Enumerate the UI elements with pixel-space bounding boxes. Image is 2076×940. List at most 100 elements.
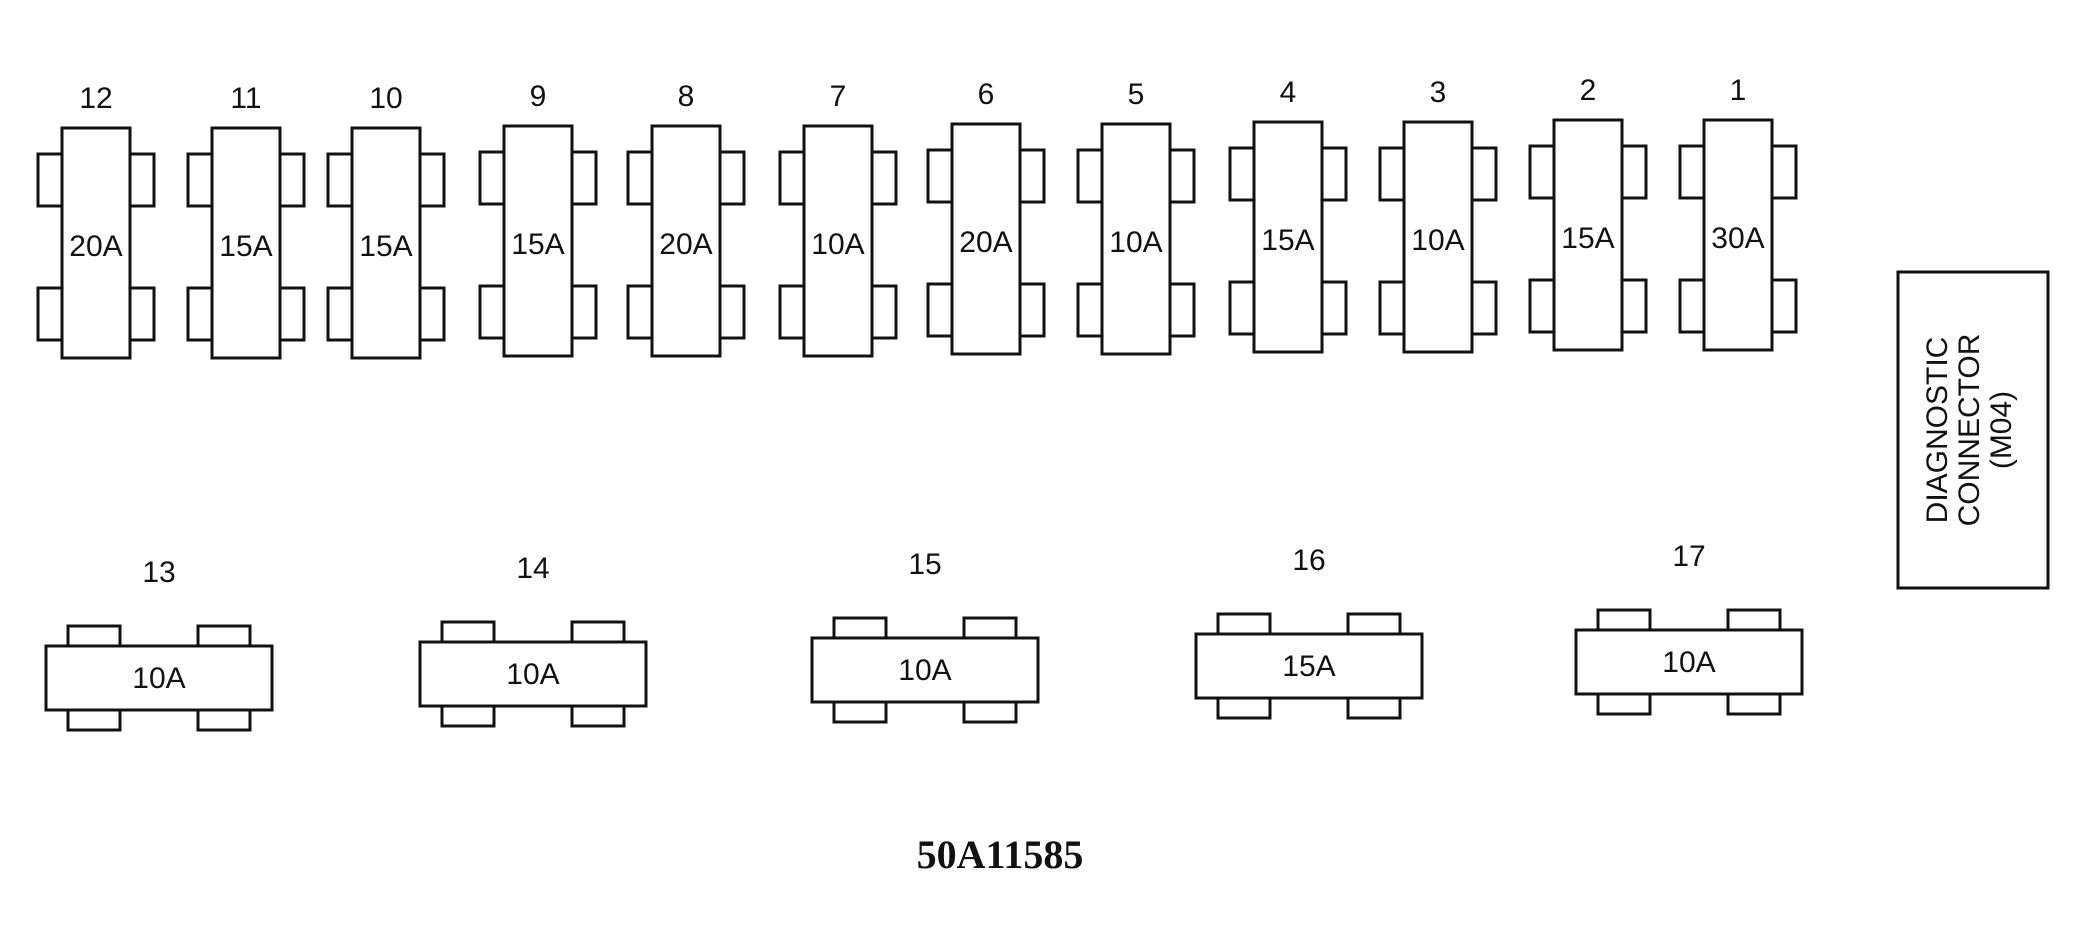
fuse-number: 4 (1280, 76, 1297, 109)
fuse-terminal (128, 152, 156, 208)
fuse-terminal (1228, 146, 1256, 202)
fuse-body (502, 124, 574, 358)
fuse-terminal (1216, 696, 1272, 720)
fuse-body (810, 636, 1040, 704)
fuse-6: 6 20A (926, 78, 1046, 356)
fuse-terminal (832, 616, 888, 640)
fuse-rating: 15A (219, 230, 272, 263)
fuse-terminal (962, 616, 1018, 640)
fuse-rating: 15A (1261, 224, 1314, 257)
fuse-terminal (66, 624, 122, 648)
fuse-terminal (1320, 146, 1348, 202)
connector-label-line2: CONNECTOR (1953, 334, 1986, 527)
fuse-rating: 10A (132, 662, 185, 695)
fuse-terminal (926, 148, 954, 204)
fuse-number: 7 (830, 80, 847, 113)
fuse-rating: 10A (1109, 226, 1162, 259)
fuse-number: 6 (978, 78, 995, 111)
fuse-terminal (196, 708, 252, 732)
fuse-terminal (1076, 282, 1104, 338)
fuse-terminal (570, 704, 626, 728)
fuse-terminal (626, 284, 654, 340)
fuse-terminal (1770, 278, 1798, 334)
fuse-terminal (278, 152, 306, 208)
fuse-body (350, 126, 422, 360)
fuse-rating: 20A (659, 228, 712, 261)
fuse-body (1402, 120, 1474, 354)
fuse-number: 5 (1128, 78, 1145, 111)
fuse-terminal (1346, 612, 1402, 636)
fuse-terminal (326, 286, 354, 342)
fuse-terminal (1528, 278, 1556, 334)
fuse-rating: 15A (1282, 650, 1335, 683)
fuse-rating: 20A (959, 226, 1012, 259)
fuse-terminal (418, 286, 446, 342)
fuse-terminal (1678, 144, 1706, 200)
fuse-number: 12 (79, 82, 112, 115)
fuse-terminal (778, 150, 806, 206)
fuse-body (802, 124, 874, 358)
fuse-terminal (326, 152, 354, 208)
fuse-4: 4 15A (1228, 76, 1348, 354)
fuse-number: 14 (516, 552, 549, 585)
fuse-body (1702, 118, 1774, 352)
connector-label-line1: DIAGNOSTIC (1921, 337, 1954, 524)
fuse-number: 13 (142, 556, 175, 589)
fuse-number: 9 (530, 80, 547, 113)
fuse-terminal (870, 150, 898, 206)
fuse-terminal (1378, 280, 1406, 336)
fuse-terminal (128, 286, 156, 342)
diagnostic-connector-box (1896, 270, 2050, 590)
fuse-rating: 30A (1711, 222, 1764, 255)
fuse-terminal (418, 152, 446, 208)
fuse-13: 13 10A (44, 556, 274, 732)
top-fuse-row: 1220A1115A1015A915A820A710A620A510A415A3… (36, 74, 1798, 360)
fuse-rating: 10A (898, 654, 951, 687)
fuse-5: 5 10A (1076, 78, 1196, 356)
diagram-code: 50A11585 (917, 832, 1084, 877)
fuse-number: 17 (1672, 540, 1705, 573)
fuse-terminal (870, 284, 898, 340)
fuse-terminal (36, 286, 64, 342)
fuse-1: 1 30A (1678, 74, 1798, 352)
fuse-terminal (440, 704, 496, 728)
fuse-terminal (778, 284, 806, 340)
fuse-terminal (1620, 278, 1648, 334)
fuse-terminal (1470, 146, 1498, 202)
fuse-body (418, 640, 648, 708)
fuse-terminal (1346, 696, 1402, 720)
fuse-terminal (1018, 148, 1046, 204)
fuse-rating: 10A (1662, 646, 1715, 679)
fuse-terminal (196, 624, 252, 648)
fuse-terminal (1168, 148, 1196, 204)
fuse-body (210, 126, 282, 360)
fuse-terminal (440, 620, 496, 644)
fuse-terminal (718, 284, 746, 340)
fuse-terminal (570, 284, 598, 340)
fuse-terminal (478, 284, 506, 340)
fuse-number: 15 (908, 548, 941, 581)
fuse-14: 14 10A (418, 552, 648, 728)
fuse-body (44, 644, 274, 712)
fuse-terminal (626, 150, 654, 206)
fuse-number: 1 (1730, 74, 1747, 107)
fuse-terminal (962, 700, 1018, 724)
fuse-rating: 10A (506, 658, 559, 691)
fuse-rating: 15A (359, 230, 412, 263)
fuse-number: 2 (1580, 74, 1597, 107)
fuse-terminal (1378, 146, 1406, 202)
fuse-terminal (1620, 144, 1648, 200)
fuse-terminal (832, 700, 888, 724)
fuse-terminal (1678, 278, 1706, 334)
fuse-terminal (1076, 148, 1104, 204)
fuse-body (60, 126, 132, 360)
fuse-terminal (570, 620, 626, 644)
fuse-terminal (1596, 608, 1652, 632)
fuse-terminal (570, 150, 598, 206)
